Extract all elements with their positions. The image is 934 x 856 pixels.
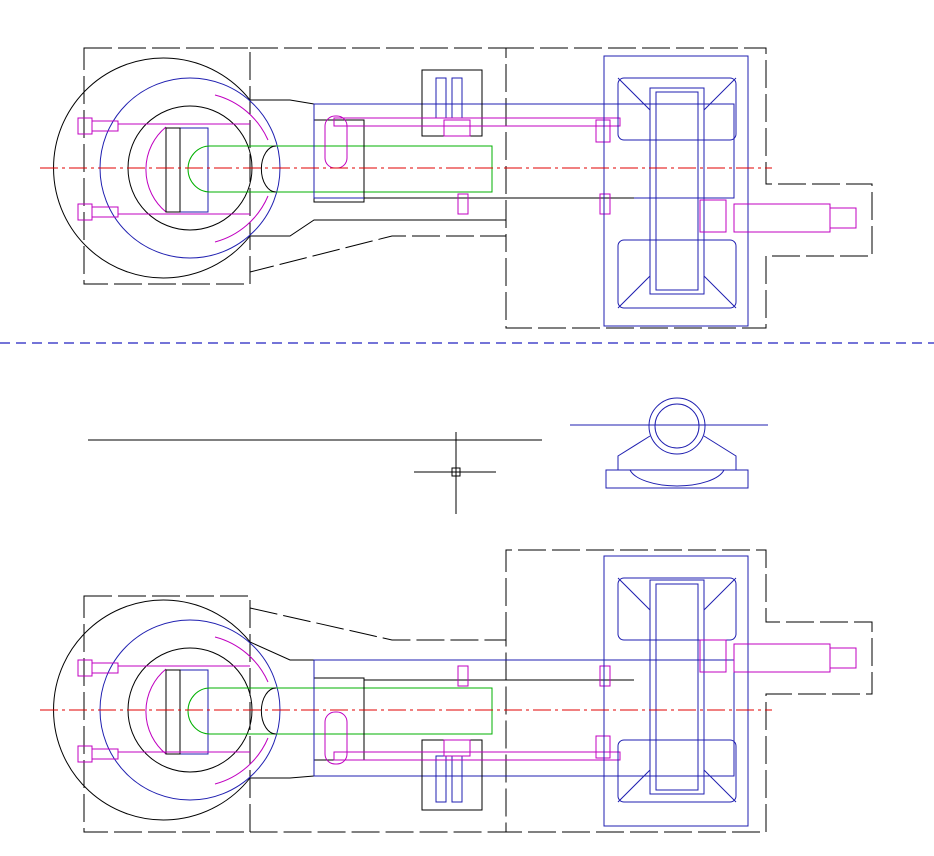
frame-outline: [249, 47, 507, 273]
fillet-4: [703, 769, 737, 803]
bolt-shank-left-top: [91, 662, 119, 674]
crosshair-cursor: [414, 432, 496, 514]
rod-nut-top: [599, 665, 611, 687]
bolt-head-left-bottom: [77, 203, 93, 221]
pedestal-cheeks: [617, 435, 737, 470]
bolt-shank-left-bottom: [91, 748, 119, 760]
pedestal-base: [605, 469, 749, 489]
cylinder-liner: [655, 91, 699, 291]
tie-rod-bottom: [333, 751, 621, 761]
bearing-arc-left: [145, 126, 167, 213]
guide-bottom: [250, 219, 506, 237]
bolt-head-left-top: [77, 117, 93, 135]
rod-end-notch: [260, 145, 277, 193]
tie-rod-top: [333, 117, 621, 127]
cylinder-liner: [655, 583, 699, 791]
guide-bar-frame: [313, 659, 735, 777]
bolt-shank-left-top: [91, 120, 119, 132]
crank-housing-outline: [83, 595, 251, 833]
pedestal-bore-outer: [648, 397, 706, 455]
bolt-shank-left-bottom: [91, 206, 119, 218]
rod-nut-mid: [457, 193, 469, 215]
top-view-lower[interactable]: [40, 549, 873, 833]
top-view-upper[interactable]: [40, 47, 873, 329]
crosshead-plate: [165, 127, 181, 213]
cylinder-housing-outline: [505, 47, 873, 329]
crosshead-block: [165, 669, 209, 755]
oil-cup-1: [435, 755, 447, 803]
crank-housing-outline: [83, 47, 251, 285]
bearing-arc-bottom: [214, 195, 269, 243]
cylinder-flange-bottom: [617, 239, 737, 309]
oil-cup-base: [443, 119, 471, 137]
bearing-arc-top: [214, 94, 269, 141]
nozzle-tip: [829, 207, 857, 229]
nozzle-collar: [699, 199, 727, 233]
fillet-3: [617, 769, 651, 803]
fillet-2: [703, 577, 737, 611]
fillet-1: [617, 77, 651, 111]
cylinder-housing-outline: [505, 549, 873, 833]
slide-bearing: [324, 115, 348, 169]
pedestal-bore-inner: [654, 403, 700, 449]
bolt-head-left-top: [77, 659, 93, 677]
slide-block: [313, 677, 365, 761]
rod-end-notch: [260, 687, 277, 735]
end-view-pedestal[interactable]: [88, 397, 768, 489]
guide-top: [250, 99, 506, 105]
guide-top: [249, 641, 506, 661]
crosshead-plate: [165, 669, 181, 755]
cylinder-bore: [649, 579, 705, 795]
fillet-4: [703, 275, 737, 309]
connecting-rod: [187, 687, 493, 735]
bearing-arc-left: [145, 668, 167, 755]
rod-nut-bottom: [595, 735, 611, 759]
nozzle-collar: [699, 639, 727, 673]
cylinder-frame: [603, 55, 749, 327]
cylinder-flange-top: [617, 77, 737, 141]
frame-outline: [249, 607, 507, 833]
bearing-arc-top: [214, 636, 269, 683]
rod-nut-top: [595, 119, 611, 143]
bearing-arc-bottom: [214, 737, 269, 785]
oil-cup-2: [451, 755, 463, 803]
oil-cup-base: [443, 739, 471, 757]
fillet-3: [617, 275, 651, 309]
fillet-1: [617, 577, 651, 611]
connecting-rod: [187, 145, 493, 193]
rod-nut-bottom: [599, 193, 611, 215]
cylinder-flange-top: [617, 577, 737, 641]
oil-cup-1: [435, 77, 447, 119]
oil-cup-2: [451, 77, 463, 119]
pedestal-arc: [629, 469, 725, 487]
cylinder-bore: [649, 87, 705, 295]
slide-bearing: [324, 711, 348, 765]
fillet-2: [703, 77, 737, 111]
slide-block: [313, 119, 365, 203]
bolt-head-left-bottom: [77, 745, 93, 763]
rod-nut-mid: [457, 665, 469, 687]
cylinder-flange-bottom: [617, 739, 737, 803]
cylinder-frame: [603, 555, 749, 827]
nozzle-tip: [829, 647, 857, 669]
crosshead-block: [165, 127, 209, 213]
